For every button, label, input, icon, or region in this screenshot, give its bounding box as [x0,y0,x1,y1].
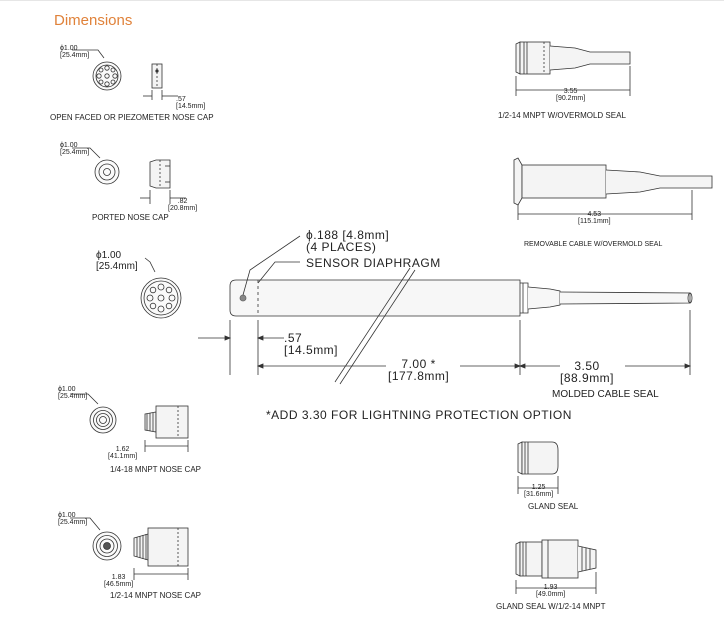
molded-cable-seal-caption: MOLDED CABLE SEAL [552,389,659,400]
gland-mnpt-caption: GLAND SEAL W/1/2-14 MNPT [496,602,606,611]
removable-length: 4.53[115.1mm] [578,211,611,225]
main-dimension-lines [198,310,692,375]
mnpt14-dia: ϕ1.00[25.4mm] [58,386,88,400]
mnpt14-length: 1.62[41.1mm] [108,446,138,460]
main-end-view [140,257,182,319]
overmold-length: 3.55[90.2mm] [556,88,586,102]
mnpt14-end-view [70,393,117,434]
mnpt14-side-view [144,405,189,452]
top-divider [0,0,724,1]
open-faced-side-view [143,63,178,100]
gland-mnpt-length: 1.93[49.0mm] [536,584,566,598]
mnpt14-caption: 1/4-18 MNPT NOSE CAP [110,465,201,474]
removable-cable-drawing [513,157,713,220]
overmold-seal-drawing [515,41,631,96]
open-faced-caption: OPEN FACED OR PIEZOMETER NOSE CAP [50,113,214,122]
mnpt12-end-view [70,517,122,561]
open-faced-end-view [72,49,122,91]
ported-dia: ϕ1.00[25.4mm] [60,142,90,156]
main-body-length: 7.00 *[177.8mm] [388,357,450,383]
overmold-caption: 1/2-14 MNPT W/OVERMOLD SEAL [498,111,626,120]
ported-end-view [72,147,120,185]
mnpt12-side-view [133,527,189,580]
lightning-note: *ADD 3.30 FOR LIGHTNING PROTECTION OPTIO… [266,408,572,422]
section-title: Dimensions [54,12,133,29]
mnpt12-caption: 1/2-14 MNPT NOSE CAP [110,591,201,600]
mnpt12-dia: ϕ1.00[25.4mm] [58,512,88,526]
gland-mnpt-drawing [515,539,597,594]
open-faced-dia: ϕ1.00[25.4mm] [60,45,90,59]
ported-side-view [140,159,186,204]
gland-length: 1.25[31.6mm] [524,484,554,498]
ported-caption: PORTED NOSE CAP [92,213,169,222]
main-hole-callout: ϕ.188 [4.8mm](4 PLACES) [306,228,390,254]
main-end-dia: ϕ1.00[25.4mm] [96,250,138,272]
ported-length: .82[20.8mm] [168,198,198,212]
main-nose-length: .57[14.5mm] [284,331,339,357]
gland-caption: GLAND SEAL [528,502,579,511]
mnpt12-length: 1.83[46.5mm] [104,574,134,588]
open-faced-length: .57[14.5mm] [176,96,206,110]
main-sensor-body [229,235,693,385]
removable-caption: REMOVABLE CABLE W/OVERMOLD SEAL [524,241,663,248]
main-seal-length: 3.50[88.9mm] [560,359,615,385]
gland-seal-drawing [517,441,559,494]
sensor-diaphragm-label: SENSOR DIAPHRAGM [306,256,441,270]
